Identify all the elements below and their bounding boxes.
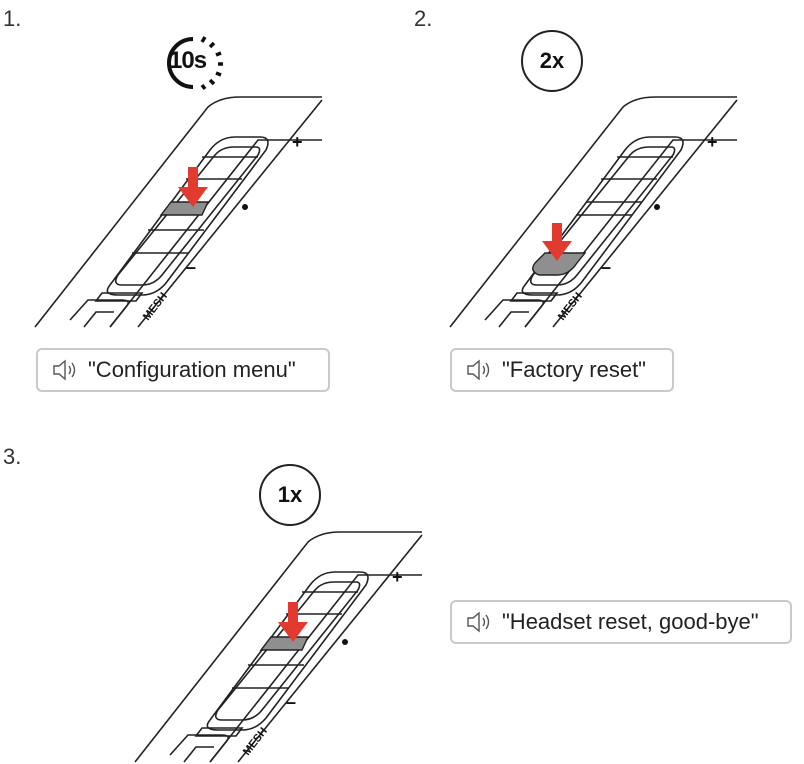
step-3-device: + – MESH — [134, 531, 423, 763]
minus-symbol: – — [601, 257, 611, 277]
step-2-prompt: "Factory reset" — [450, 348, 674, 392]
plus-symbol: + — [392, 567, 403, 587]
dot-symbol — [654, 204, 660, 210]
plus-symbol: + — [292, 132, 303, 152]
press-arrow-icon — [542, 223, 572, 261]
step-2-device: + – MESH — [449, 96, 738, 328]
speaker-icon — [467, 611, 490, 633]
plus-symbol: + — [707, 132, 718, 152]
step-3-highlight — [259, 636, 310, 651]
step-1-device: + – MESH — [34, 96, 323, 328]
step-3-prompt: "Headset reset, good-bye" — [450, 600, 792, 644]
step-2-highlight — [532, 252, 587, 276]
dot-symbol — [242, 204, 248, 210]
press-arrow-icon — [178, 167, 208, 207]
step-1-prompt-text: "Configuration menu" — [88, 357, 296, 382]
step-3-badge: 1x — [259, 464, 321, 526]
step-1-badge: 10s — [169, 47, 207, 74]
step-3-prompt-text: "Headset reset, good-bye" — [502, 609, 759, 634]
step-1-number: 1. — [3, 6, 22, 31]
step-1-highlight — [159, 201, 210, 216]
minus-symbol: – — [186, 257, 196, 277]
timer-icon: 10s — [160, 33, 226, 91]
step-1-prompt: "Configuration menu" — [36, 348, 330, 392]
press-arrow-icon — [278, 602, 308, 642]
dot-symbol — [342, 639, 348, 645]
speaker-icon — [53, 359, 76, 381]
speaker-icon — [467, 359, 490, 381]
step-3-number: 3. — [3, 444, 22, 469]
minus-symbol: – — [286, 692, 296, 712]
step-2-number: 2. — [414, 6, 433, 31]
step-2-badge: 2x — [521, 30, 583, 92]
step-2-prompt-text: "Factory reset" — [502, 357, 646, 382]
